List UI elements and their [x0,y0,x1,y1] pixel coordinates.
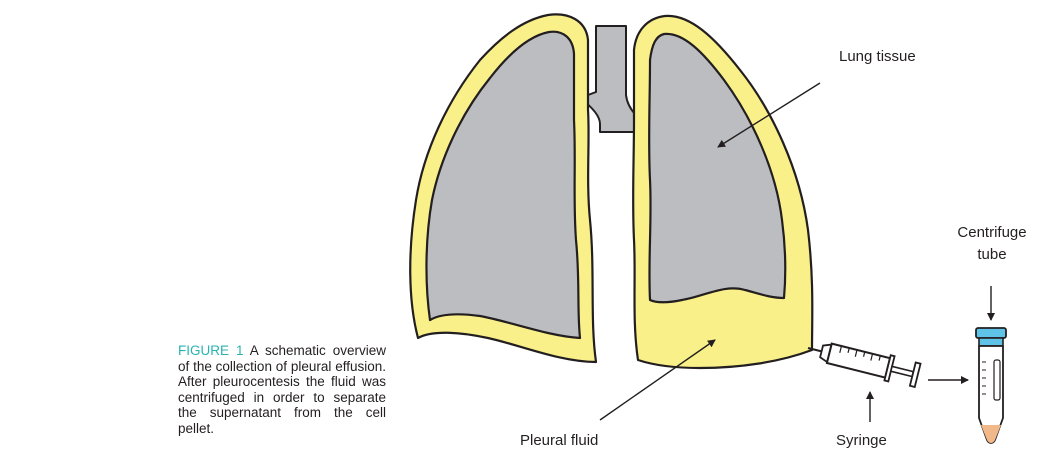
centrifuge-tube-label-line2: tube [940,244,1044,266]
left-lung [410,14,596,362]
right-lung [633,16,812,368]
centrifuge-tube [976,328,1006,443]
syringe-barrel [827,344,890,378]
syringe [805,335,921,388]
centrifuge-tube-label: Centrifuge tube [940,222,1044,266]
lung-tissue-label: Lung tissue [839,48,916,65]
syringe-plunger [891,366,914,376]
pleural-fluid-label: Pleural fluid [520,432,598,449]
syringe-label: Syringe [836,432,887,449]
centrifuge-tube-label-line1: Centrifuge [940,222,1044,244]
